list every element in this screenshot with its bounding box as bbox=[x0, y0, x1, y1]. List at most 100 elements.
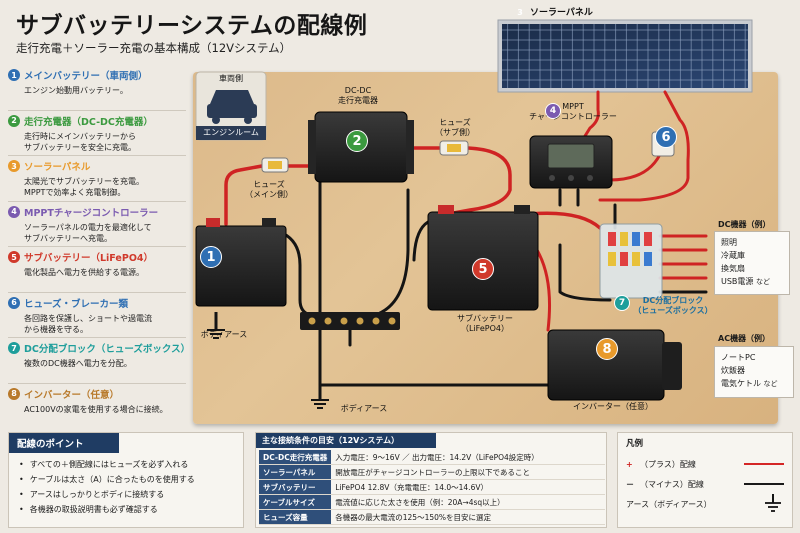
table-row: ソーラーパネル開放電圧がチャージコントローラーの上限以下であること bbox=[259, 464, 605, 480]
fuse-sub-label: ヒューズ （サブ側） bbox=[435, 118, 475, 137]
page-title: サブバッテリーシステムの配線例 bbox=[16, 13, 368, 39]
legend-plus-label: （プラス）配線 bbox=[640, 459, 696, 469]
component-list-divider bbox=[8, 109, 186, 111]
fuse-main-label: ヒューズ （メイン側） bbox=[245, 180, 293, 199]
component-item-description: ソーラーパネルの電力を最適化して サブバッテリーへ充電。 bbox=[24, 222, 152, 243]
solar-num-badge: 3 bbox=[517, 8, 523, 17]
dc-device-item: 照明 bbox=[721, 238, 737, 247]
component-item-header: 8 インバーター（任意） bbox=[8, 387, 188, 401]
component-list-divider bbox=[8, 291, 186, 293]
legend-minus-line bbox=[744, 482, 784, 486]
condition-key: ケーブルサイズ bbox=[259, 494, 332, 510]
condition-key: DC-DC走行充電器 bbox=[259, 450, 332, 465]
component-list-divider bbox=[8, 382, 186, 384]
vehicle-icon bbox=[195, 71, 267, 141]
mppt-label: MPPT チャージコントローラー bbox=[529, 102, 617, 121]
page-subtitle: 走行充電＋ソーラー充電の基本構成（12Vシステム） bbox=[16, 41, 292, 55]
legend-panel: 凡例 + （プラス）配線 － （マイナス）配線 アース（ボディアース） bbox=[617, 432, 793, 528]
wire-plus-fuse-sub bbox=[446, 146, 512, 216]
legend-plus-symbol: + bbox=[626, 459, 633, 469]
dc-distribution-block bbox=[599, 223, 663, 299]
ac-device-item: ノートPC bbox=[721, 353, 756, 362]
wiring-point-item: アースはしっかりとボディに接続する bbox=[19, 487, 233, 502]
solar-panel bbox=[497, 19, 753, 93]
ac-device-item: 炊飯器 bbox=[721, 366, 745, 375]
badge-4: 4 bbox=[545, 103, 561, 119]
negative-bus-bar bbox=[300, 312, 400, 330]
body-earth-label-1: ボディアース bbox=[200, 330, 248, 339]
wiring-point-item: ケーブルは太さ（A）に合ったものを使用する bbox=[19, 472, 233, 487]
legend-earth-row: アース（ボディアース） bbox=[626, 494, 784, 514]
component-item-description: 太陽光でサブバッテリーを充電。 MPPTで効率よく充電制御。 bbox=[24, 177, 144, 197]
legend-plus-line bbox=[744, 462, 784, 466]
component-item-title: インバーター（任意） bbox=[24, 389, 120, 401]
wire-plus-solar-mppt bbox=[583, 90, 600, 138]
table-row: DC-DC走行充電器入力電圧：9〜16V ／ 出力電圧：14.2V（LiFePO… bbox=[259, 450, 605, 465]
component-number-badge: 5 bbox=[8, 251, 20, 263]
table-row: ヒューズ容量各機器の最大電流の125〜150%を目安に選定 bbox=[259, 509, 605, 525]
wiring-diagram bbox=[195, 19, 753, 409]
component-number-badge: 7 bbox=[8, 342, 20, 354]
sub-battery-label: サブバッテリー （LiFePO4） bbox=[457, 314, 513, 333]
dc-device-item: 換気扇 bbox=[721, 264, 745, 273]
mppt-controller bbox=[529, 135, 613, 189]
wiring-point-item: 各機器の取扱説明書も必ず確認する bbox=[19, 502, 233, 517]
conditions-panel: 主な接続条件の目安（12Vシステム） DC-DC走行充電器入力電圧：9〜16V … bbox=[255, 432, 607, 528]
component-list-divider bbox=[8, 200, 186, 202]
wiring-points-list: すべての＋側配線にはヒューズを必ず入れる ケーブルは太さ（A）に合ったものを使用… bbox=[9, 453, 243, 521]
component-list-divider bbox=[8, 246, 186, 247]
ground-icon bbox=[765, 494, 781, 512]
legend-minus-symbol: － bbox=[626, 479, 634, 489]
badge-2: 2 bbox=[346, 130, 368, 152]
legend-minus-row: － （マイナス）配線 bbox=[626, 474, 784, 494]
legend-minus-label: （マイナス）配線 bbox=[640, 479, 704, 489]
wire-plus-solar-fuse bbox=[598, 90, 690, 202]
ac-device-suffix: など bbox=[763, 380, 778, 388]
component-item-description: エンジン始動用バッテリー。 bbox=[24, 86, 128, 95]
component-number-badge: 8 bbox=[8, 387, 20, 400]
vehicle-side-label: 車両側 bbox=[219, 74, 243, 83]
component-item-title: ソーラーパネル bbox=[24, 162, 91, 173]
badge-8: 8 bbox=[596, 338, 618, 360]
badge-1: 1 bbox=[200, 246, 222, 268]
component-item-header: 1 メインバッテリー（車両側） bbox=[8, 68, 188, 82]
wiring-points-title: 配線のポイント bbox=[9, 433, 119, 453]
component-item-title: MPPTチャージコントローラー bbox=[24, 207, 159, 219]
component-list-divider bbox=[8, 337, 186, 338]
dc-devices-box: 照明 冷蔵庫 換気扇 USB電源 など bbox=[714, 231, 790, 295]
condition-key: サブバッテリー bbox=[259, 479, 332, 495]
condition-value: 各機器の最大電流の125〜150%を目安に選定 bbox=[331, 509, 605, 525]
component-item-description: 電化製品へ電力を供給する電源。 bbox=[24, 268, 144, 277]
component-item-description: 各回路を保護し、ショートや過電流 から機器を守る。 bbox=[24, 313, 152, 334]
component-number-badge: 1 bbox=[8, 69, 20, 81]
ground-symbol bbox=[311, 385, 329, 409]
badge-6: 6 bbox=[655, 126, 677, 148]
component-number-badge: 6 bbox=[8, 296, 20, 309]
dcdc-label: DC-DC 走行充電器 bbox=[338, 86, 378, 105]
wiring-points-panel: 配線のポイント すべての＋側配線にはヒューズを必ず入れる ケーブルは太さ（A）に… bbox=[8, 432, 244, 528]
legend-title: 凡例 bbox=[626, 439, 644, 449]
ac-devices-box: ノートPC 炊飯器 電気ケトル など bbox=[714, 346, 794, 398]
component-item-title: ヒューズ・ブレーカー類 bbox=[24, 298, 129, 310]
fuse-main bbox=[261, 157, 289, 173]
component-item-description: 複数のDC機器へ電力を分配。 bbox=[24, 359, 132, 368]
conditions-title: 主な接続条件の目安（12Vシステム） bbox=[256, 433, 436, 448]
component-item-title: DC分配ブロック（ヒューズボックス） bbox=[24, 344, 191, 355]
fuse-sub bbox=[439, 140, 469, 156]
component-item-description: 走行時にメインバッテリーから サブバッテリーを安全に充電。 bbox=[24, 131, 136, 152]
condition-key: ソーラーパネル bbox=[259, 464, 332, 480]
dc-block-label: DC分配ブロック （ヒューズボックス） bbox=[633, 296, 713, 315]
wire-plus-sub-block bbox=[528, 211, 602, 230]
component-item-title: メインバッテリー（車両側） bbox=[24, 71, 148, 82]
wire-plus-main-fuse bbox=[224, 164, 264, 226]
component-number-badge: 2 bbox=[8, 114, 20, 127]
